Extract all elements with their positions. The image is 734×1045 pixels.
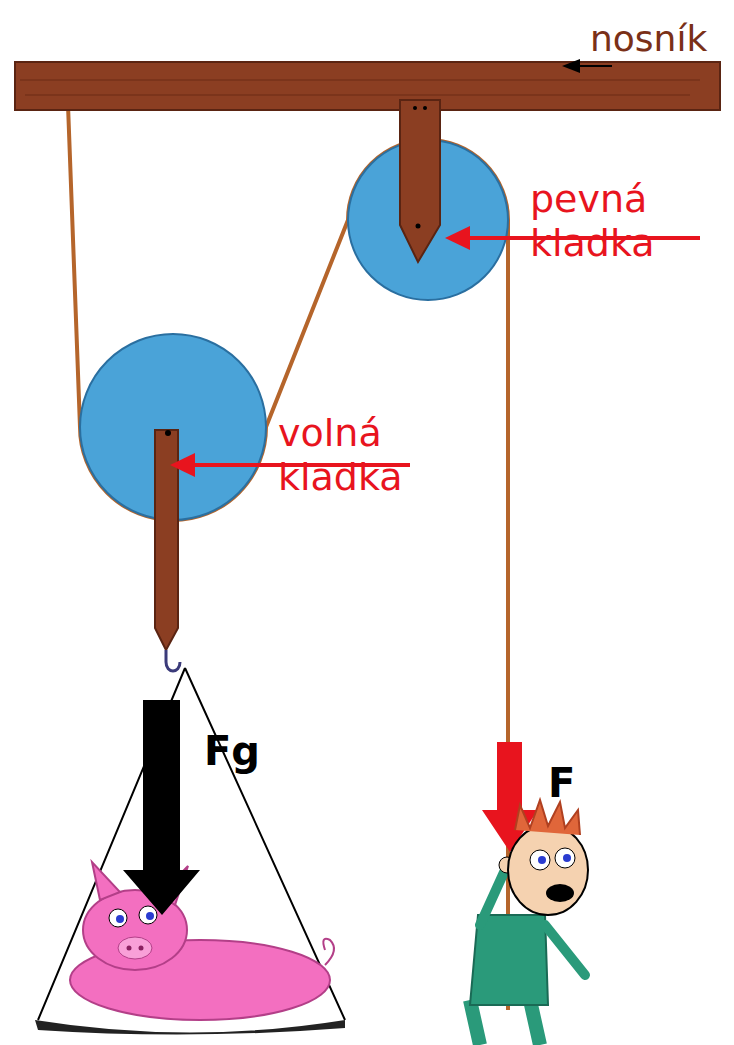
basket-ropes [38,668,345,1020]
rope [68,105,508,1010]
pulley-label: volná kladka [278,412,458,499]
beam [15,62,720,110]
weight-arrow [123,700,200,915]
force-label: F [548,760,608,806]
force-label: Fg [204,728,284,774]
beam-label: nosník [590,18,730,59]
pulley-bracket [400,100,440,262]
basket [35,1020,345,1035]
hook [166,650,180,671]
pulley-label: pevná kladka [530,178,710,265]
pig [70,862,334,1020]
man [470,800,588,1045]
